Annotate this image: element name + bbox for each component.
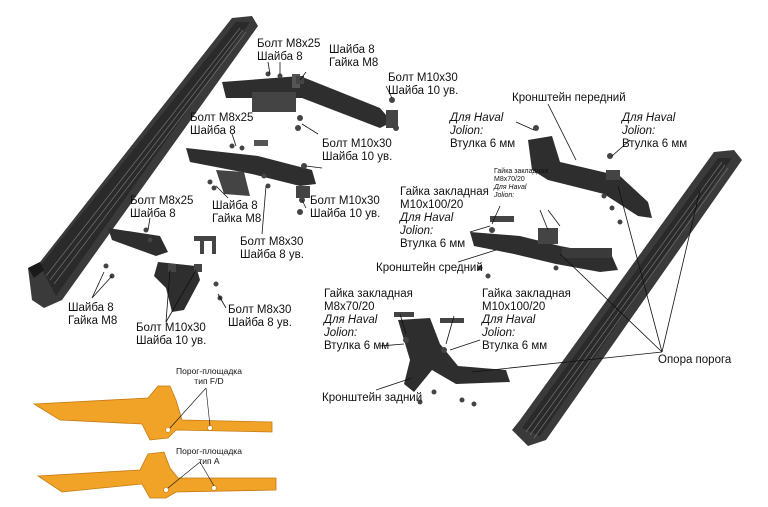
middle-bracket-right: [470, 216, 618, 272]
left-running-board: [28, 16, 258, 308]
leader-lines: [91, 61, 701, 391]
right-running-board: [512, 150, 742, 446]
label-sill-support: Опора порога: [658, 354, 732, 366]
label-rear-bracket: Кронштейн задний: [322, 392, 423, 404]
middle-bracket-left: [186, 140, 316, 198]
rear-bracket-right: [394, 312, 510, 392]
label-front-bracket: Кронштейн передний: [512, 92, 626, 104]
threshold-profile-a: [36, 451, 277, 499]
threshold-profile-fd: [32, 385, 273, 441]
lower-bracket-left: [108, 228, 216, 312]
label-middle-bracket: Кронштейн средний: [376, 262, 483, 274]
hardware-parts: [103, 71, 623, 407]
